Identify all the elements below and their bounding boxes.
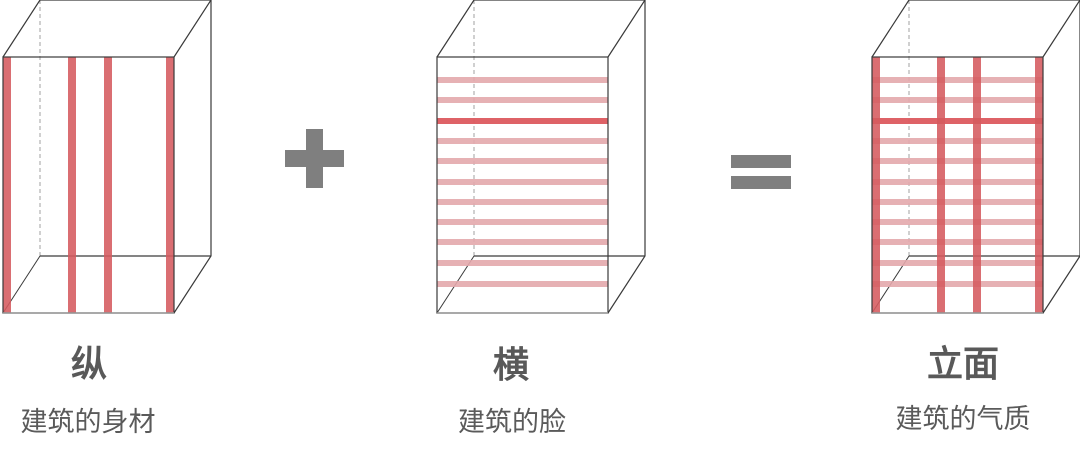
horizontal-line — [437, 260, 608, 266]
horizontal-line — [872, 158, 1043, 164]
vertical-line — [1035, 57, 1043, 313]
panel-subtitle-facade: 建筑的气质 — [895, 404, 1031, 435]
horizontal-line — [872, 77, 1043, 83]
equals-icon — [731, 155, 791, 189]
horizontal-line — [437, 77, 608, 83]
vertical-line — [973, 57, 981, 313]
panel-subtitle-vertical: 建筑的身材 — [20, 407, 156, 438]
horizontal-line — [437, 219, 608, 225]
horizontal-line — [437, 138, 608, 144]
panel-subtitle-horizontal: 建筑的脸 — [458, 407, 566, 438]
horizontal-line-accent — [437, 118, 608, 124]
horizontal-line-accent — [872, 118, 1043, 124]
horizontal-line — [437, 97, 608, 103]
vertical-line — [104, 57, 112, 313]
horizontal-line — [872, 97, 1043, 103]
horizontal-line — [437, 179, 608, 185]
box-facade — [871, 0, 1080, 314]
vertical-line — [872, 57, 880, 313]
horizontal-line — [437, 239, 608, 245]
panel-title-horizontal: 横 — [492, 345, 529, 386]
horizontal-line — [437, 199, 608, 205]
box-horizontal — [436, 0, 646, 314]
vertical-line — [937, 57, 945, 313]
panel-title-vertical: 纵 — [70, 344, 107, 385]
horizontal-line — [872, 260, 1043, 266]
horizontal-line — [437, 158, 608, 164]
vertical-line — [68, 57, 76, 313]
horizontal-line — [872, 138, 1043, 144]
box-vertical — [2, 0, 212, 314]
horizontal-line — [872, 219, 1043, 225]
horizontal-line — [437, 281, 608, 287]
vertical-line — [166, 57, 174, 313]
plus-icon — [285, 129, 344, 188]
horizontal-line — [872, 199, 1043, 205]
vertical-line — [3, 57, 11, 313]
horizontal-line — [872, 239, 1043, 245]
panel-title-facade: 立面 — [926, 344, 999, 385]
horizontal-line — [872, 179, 1043, 185]
horizontal-line — [872, 281, 1043, 287]
